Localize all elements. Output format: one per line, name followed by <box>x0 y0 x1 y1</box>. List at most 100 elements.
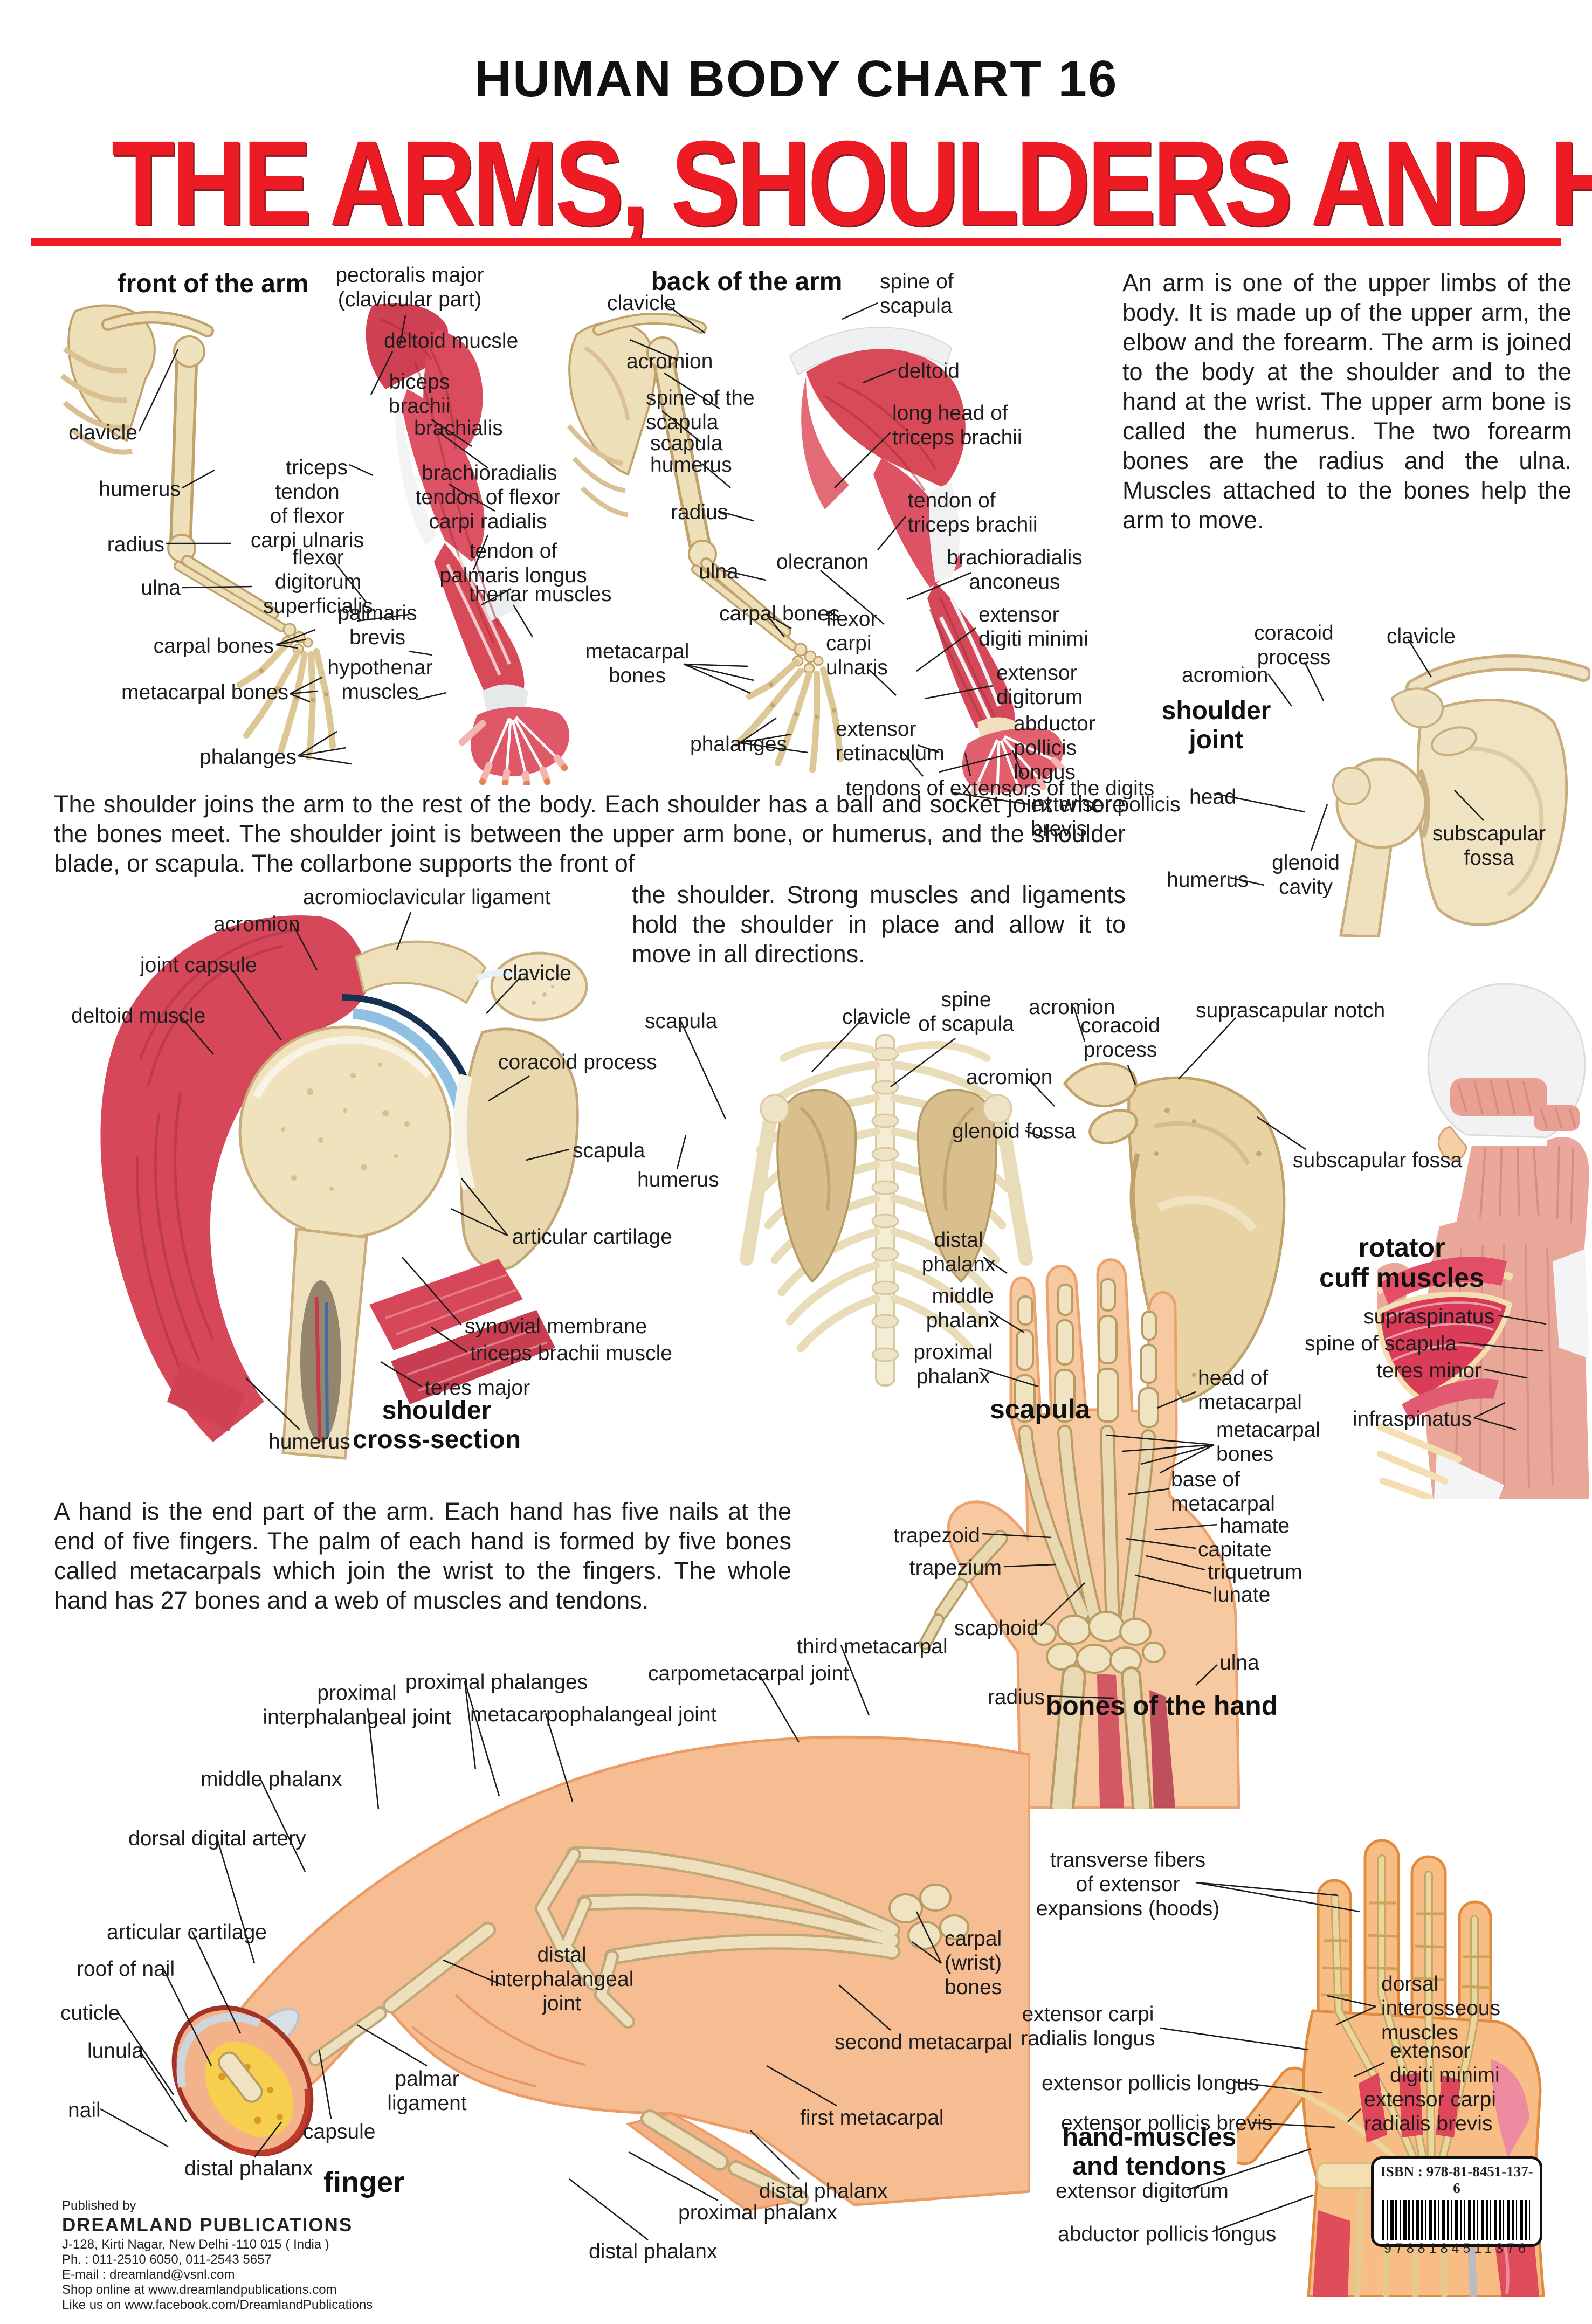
label-distal-phalanx-b: distal phalanx <box>589 2240 718 2263</box>
label-ulna: ulna <box>141 576 181 599</box>
publisher-social[interactable]: Like us on www.facebook.com/DreamlandPub… <box>62 2298 373 2312</box>
label-infraspinatus: infraspinatus <box>1352 1408 1472 1431</box>
label-lunate: lunate <box>1213 1583 1271 1606</box>
label-coracoid-process: coracoid process <box>1254 622 1334 669</box>
label-tendon-flexor-carpi-ulnaris: tendon of flexor carpi ulnaris <box>250 480 364 552</box>
label-distal-phalanx-f: distal phalanx <box>184 2157 313 2180</box>
label-humerus-sj: humerus <box>1167 868 1249 892</box>
label-glenoid-cavity: glenoid cavity <box>1272 851 1340 899</box>
label-tendon-palmaris-longus: tendon of palmaris longus <box>439 540 587 587</box>
label-tendon-flexor-carpi-radialis: tendon of flexor carpi radialis <box>415 486 561 533</box>
label-third-metacarpal: third metacarpal <box>797 1635 948 1658</box>
shoulder-cross-section-title: shoulder cross-section <box>352 1396 521 1454</box>
paragraph-shoulder-continued: the shoulder. Strong muscles and ligamen… <box>632 881 1126 968</box>
label-triceps-brachii-muscle: triceps brachii muscle <box>470 1342 672 1365</box>
label-humerus-2: humerus <box>650 453 732 477</box>
label-carpal-wrist-bones: carpal (wrist) bones <box>945 1927 1002 1999</box>
label-dorsal-digital-artery: dorsal digital artery <box>128 1827 306 1850</box>
label-long-head-triceps: long head of triceps brachii <box>892 402 1022 449</box>
label-subscapular-fossa: subscapular fossa <box>1432 822 1546 870</box>
label-base-of-metacarpal: base of metacarpal <box>1171 1468 1275 1515</box>
isbn-label: ISBN : 978-81-8451-137-6 <box>1380 2163 1533 2196</box>
label-abductor-pollicis-longus: abductor pollicis longus <box>1014 712 1095 784</box>
label-capitate: capitate <box>1198 1538 1272 1561</box>
published-by: Published by <box>62 2198 136 2213</box>
label-ulna-bh: ulna <box>1219 1651 1259 1674</box>
label-transverse-fibers: transverse fibers of extensor expansions… <box>1036 1849 1220 1920</box>
label-abductor-pollicis-longus-h: abductor pollicis longus <box>1058 2223 1277 2246</box>
finger-title: finger <box>323 2166 405 2198</box>
label-flexor-carpi-ulnaris: flexor carpi ulnaris <box>826 608 888 679</box>
label-phalanges: phalanges <box>199 746 297 769</box>
publisher-email: E-mail : dreamland@vsnl.com <box>62 2267 235 2282</box>
label-roof-of-nail: roof of nail <box>77 1957 175 1981</box>
label-brachialis: brachialis <box>414 417 503 440</box>
publisher-address: J-128, Kirti Nagar, New Delhi -110 015 (… <box>62 2237 329 2252</box>
label-humerus-ribs: humerus <box>637 1168 719 1191</box>
label-teres-minor: teres minor <box>1376 1359 1481 1382</box>
label-acromion-sj: acromion <box>1182 664 1269 687</box>
label-spine-of-the-scapula: spine of the scapula <box>646 387 755 434</box>
label-palmar-ligament: palmar ligament <box>387 2067 467 2115</box>
label-radius-bh: radius <box>987 1686 1045 1709</box>
label-extensor-digitorum-h: extensor digitorum <box>1056 2180 1229 2203</box>
label-carpal-bones: carpal bones <box>153 635 274 658</box>
label-extensor-digiti-minimi-h: extensor digiti minimi <box>1390 2039 1500 2087</box>
publisher-shop[interactable]: Shop online at www.dreamlandpublications… <box>62 2282 337 2297</box>
label-middle-phalanx-bh: middle phalanx <box>926 1285 1000 1332</box>
label-distal-phalanx-r: distal phalanx <box>759 2180 888 2203</box>
label-proximal-phalanges: proximal phalanges <box>405 1671 588 1694</box>
label-extensor-carpi-radialis-brevis: extensor carpi radialis brevis <box>1364 2088 1496 2135</box>
label-first-metacarpal: first metacarpal <box>800 2106 944 2129</box>
label-extensor-digitorum: extensor digitorum <box>996 661 1083 709</box>
label-scapula-2: scapula <box>650 432 723 455</box>
label-metacarpophalangeal-joint: metacarpophalangeal joint <box>470 1703 717 1726</box>
label-glenoid-fossa: glenoid fossa <box>952 1120 1076 1143</box>
label-humerus: humerus <box>99 478 181 501</box>
label-extensor-pollicis-brevis: extensor pollicis brevis <box>1031 793 1181 840</box>
label-cuticle: cuticle <box>60 2002 120 2025</box>
label-proximal-phalanx-t: proximal phalanx <box>678 2201 837 2224</box>
label-acromioclavicular-ligament: acromioclavicular ligament <box>303 886 551 909</box>
label-extensor-carpi-radialis-longus: extensor carpi radialis longus <box>1021 2003 1155 2050</box>
label-brachioradialis: brachioradialis <box>422 461 557 485</box>
figure-rotator-cuff <box>1374 983 1590 1499</box>
shoulder-joint-title: shoulder joint <box>1161 696 1271 754</box>
label-articular-cartilage: articular cartilage <box>512 1225 672 1249</box>
label-suprascapular-notch: suprascapular notch <box>1196 999 1386 1022</box>
label-extensor-pollicis-brevis-h: extensor pollicis brevis <box>1061 2112 1273 2135</box>
label-extensor-retinaculum: extensor retinaculum <box>836 718 945 765</box>
label-hamate: hamate <box>1219 1514 1290 1537</box>
paragraph-hand: A hand is the end part of the arm. Each … <box>54 1498 791 1614</box>
label-subscapular-fossa-2: subscapular fossa <box>1293 1149 1463 1172</box>
label-proximal-interphalangeal-joint: proximal interphalangeal joint <box>263 1681 451 1729</box>
label-radius-2: radius <box>671 501 728 524</box>
label-head: head <box>1189 785 1236 809</box>
label-supraspinatus: supraspinatus <box>1363 1305 1494 1328</box>
label-middle-phalanx-f: middle phalanx <box>201 1768 342 1791</box>
label-ulna-2: ulna <box>699 560 739 583</box>
title-rule <box>31 238 1561 246</box>
isbn-box: ISBN : 978-81-8451-137-6 9788184511376 <box>1371 2156 1542 2256</box>
label-clavicle-ribs: clavicle <box>842 1005 911 1029</box>
publisher-block: Published by DREAMLAND PUBLICATIONS J-12… <box>62 2198 373 2313</box>
label-extensor-digiti-minimi: extensor digiti minimi <box>978 603 1088 651</box>
label-carpal-bones-2: carpal bones <box>719 602 840 625</box>
label-metacarpal-bones-2: metacarpal bones <box>585 640 690 687</box>
label-olecranon: olecranon <box>776 550 869 574</box>
label-coracoid-process-scapula: coracoid process <box>1080 1014 1160 1061</box>
label-clavicle-cs: clavicle <box>502 962 571 985</box>
rotator-cuff-title: rotator cuff muscles <box>1319 1232 1484 1293</box>
label-deltoid-mucsle: deltoid mucsle <box>384 329 519 353</box>
label-distal-interphalangeal-joint: distal interphalangeal joint <box>490 1943 634 2015</box>
label-spine-of-scapula-rc: spine of scapula <box>1305 1332 1457 1355</box>
label-deltoid-muscle: deltoid muscle <box>71 1004 206 1027</box>
label-clavicle: clavicle <box>68 421 137 444</box>
label-articular-cartilage-f: articular cartilage <box>107 1921 267 1944</box>
label-pectoralis-major: pectoralis major (clavicular part) <box>335 264 484 311</box>
barcode <box>1382 2200 1531 2240</box>
label-clavicle-sj: clavicle <box>1387 625 1456 648</box>
label-humerus-cs: humerus <box>268 1430 350 1453</box>
label-acromion-cs: acromion <box>213 913 300 936</box>
label-spine-of-scapula-m: spine of scapula <box>880 270 954 318</box>
